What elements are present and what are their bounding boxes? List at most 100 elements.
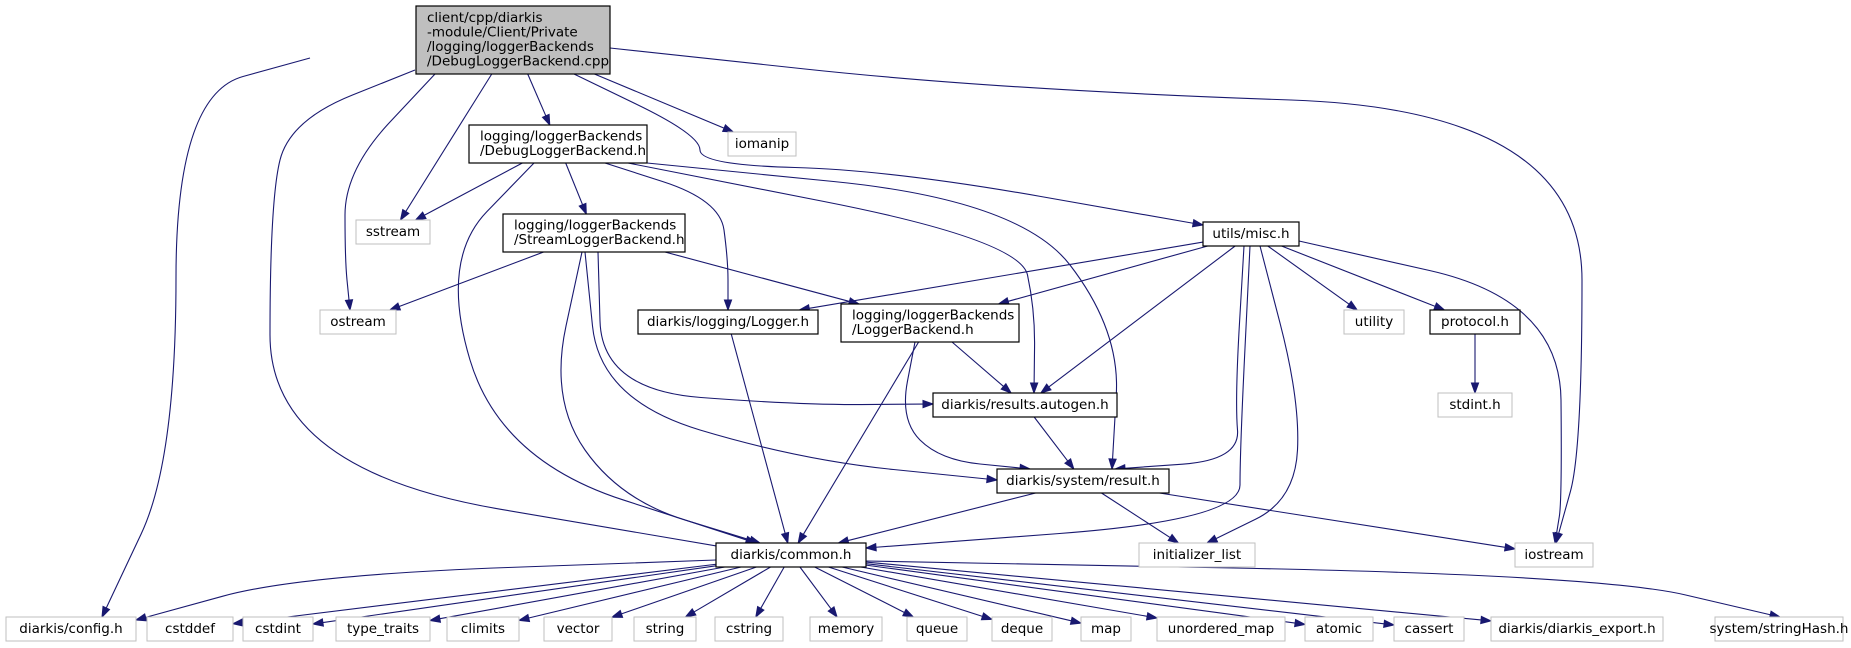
edge-debug_h-to-results_h — [627, 162, 1039, 395]
node-label-line: initializer_list — [1153, 547, 1241, 563]
edge-result_h-to-initializer_list — [1101, 492, 1180, 544]
node-box — [840, 303, 1020, 343]
node-map[interactable]: map — [1080, 616, 1132, 642]
node-stream-h[interactable]: logging/loggerBackends/StreamLoggerBacke… — [502, 213, 686, 253]
edge-stream_h-to-result_h — [584, 251, 999, 484]
edge-debug_h-to-logger_h — [604, 162, 733, 312]
node-queue[interactable]: queue — [906, 616, 968, 642]
node-box — [446, 616, 520, 642]
edge-misc_h-to-initializer_list — [1205, 245, 1299, 544]
node-ostream[interactable]: ostream — [319, 309, 397, 335]
node-deque[interactable]: deque — [991, 616, 1053, 642]
node-label-line: utils/misc.h — [1212, 226, 1289, 242]
edge-misc_h-to-protocol_h — [1281, 245, 1446, 311]
node-box — [1714, 616, 1844, 642]
edge-common_h-to-cassert — [865, 563, 1396, 629]
node-string[interactable]: string — [633, 616, 697, 642]
node-cstring[interactable]: cstring — [714, 616, 784, 642]
node-box — [714, 616, 784, 642]
edge-logger_h-to-common_h — [730, 333, 790, 545]
node-cstddef[interactable]: cstddef — [146, 616, 234, 642]
edge-root-to-debug_h — [527, 73, 551, 127]
edge-stream_h-to-common_h — [560, 251, 762, 545]
edge-root-to-config_h — [101, 57, 311, 619]
node-label-line: diarkis/logging/Logger.h — [647, 314, 809, 330]
node-common-h[interactable]: diarkis/common.h — [715, 542, 867, 568]
node-label-line: ostream — [330, 314, 386, 330]
node-vector[interactable]: vector — [543, 616, 613, 642]
edge-stream_h-to-ostream — [388, 251, 544, 311]
node-utility[interactable]: utility — [1343, 309, 1405, 335]
node-cstdint[interactable]: cstdint — [242, 616, 314, 642]
node-box — [1080, 616, 1132, 642]
node-box — [355, 219, 431, 245]
node-box — [1437, 392, 1513, 418]
edge-misc_h-to-utility — [1267, 245, 1359, 311]
node-loggerbackend-h[interactable]: logging/loggerBackends/LoggerBackend.h — [840, 303, 1020, 343]
edge-protocol_h-to-stdint_h — [1470, 334, 1480, 395]
node-label-line: system/stringHash.h — [1710, 621, 1849, 637]
node-box — [633, 616, 697, 642]
node-misc-h[interactable]: utils/misc.h — [1202, 221, 1300, 247]
node-box — [502, 213, 686, 253]
node-box — [1304, 616, 1374, 642]
node-box — [809, 616, 883, 642]
edge-results_h-to-result_h — [1033, 416, 1075, 471]
node-iomanip[interactable]: iomanip — [727, 131, 797, 157]
edge-stream_h-to-loggerbackend_h — [664, 251, 861, 306]
edge-stream_h-to-results_h — [597, 251, 935, 409]
node-sstream[interactable]: sstream — [355, 219, 431, 245]
edge-debug_h-to-stream_h — [565, 162, 587, 216]
node-results-h[interactable]: diarkis/results.autogen.h — [932, 392, 1118, 418]
node-label-line: cstddef — [165, 621, 216, 637]
edge-common_h-to-atomic — [865, 564, 1307, 628]
node-label-line: client/cpp/diarkis — [427, 10, 542, 26]
node-box — [715, 542, 867, 568]
edge-misc_h-to-common_h — [864, 245, 1251, 552]
node-label-line: diarkis/diarkis_export.h — [1498, 621, 1655, 637]
edge-common_h-to-stringhash_h — [865, 560, 1782, 619]
node-iostream[interactable]: iostream — [1514, 542, 1594, 568]
edge-result_h-to-iostream — [1159, 492, 1517, 552]
node-logger-h[interactable]: diarkis/logging/Logger.h — [637, 309, 819, 335]
node-box — [637, 309, 819, 335]
node-box — [242, 616, 314, 642]
node-stringhash-h[interactable]: system/stringHash.h — [1710, 616, 1849, 642]
edge-loggerbackend_h-to-common_h — [797, 341, 920, 545]
node-unordered-map[interactable]: unordered_map — [1156, 616, 1286, 642]
node-result-h[interactable]: diarkis/system/result.h — [996, 468, 1170, 494]
node-label-line: diarkis/common.h — [731, 547, 852, 563]
node-diarkis-export-h[interactable]: diarkis/diarkis_export.h — [1490, 616, 1664, 642]
node-box — [1429, 309, 1521, 335]
edge-misc_h-to-logger_h — [797, 241, 1204, 313]
node-memory[interactable]: memory — [809, 616, 883, 642]
edge-debug_h-to-sstream — [414, 162, 523, 221]
node-box — [1490, 616, 1664, 642]
node-debug-h[interactable]: logging/loggerBackends/DebugLoggerBacken… — [468, 124, 648, 164]
node-box — [543, 616, 613, 642]
node-stdint-h[interactable]: stdint.h — [1437, 392, 1513, 418]
edge-root-to-misc_h — [573, 73, 1205, 228]
node-climits[interactable]: climits — [446, 616, 520, 642]
node-label-line: /LoggerBackend.h — [852, 322, 974, 338]
node-root[interactable]: client/cpp/diarkis-module/Client/Private… — [415, 5, 611, 75]
node-box — [906, 616, 968, 642]
node-type-traits[interactable]: type_traits — [335, 616, 431, 642]
node-label-line: /StreamLoggerBackend.h — [514, 232, 685, 248]
node-atomic[interactable]: atomic — [1304, 616, 1374, 642]
node-config-h[interactable]: diarkis/config.h — [5, 616, 137, 642]
node-label-line: string — [646, 621, 685, 637]
node-label-line: type_traits — [347, 621, 419, 637]
node-initializer-list[interactable]: initializer_list — [1138, 542, 1256, 568]
edge-common_h-to-climits — [517, 566, 742, 623]
node-box — [415, 5, 611, 75]
node-protocol-h[interactable]: protocol.h — [1429, 309, 1521, 335]
edge-common_h-to-vector — [610, 566, 757, 618]
node-cassert[interactable]: cassert — [1393, 616, 1465, 642]
edge-common_h-to-cstdint — [311, 565, 717, 627]
node-label-line: logging/loggerBackends — [852, 308, 1014, 324]
node-box — [1156, 616, 1286, 642]
node-label-line: diarkis/system/result.h — [1006, 473, 1160, 489]
node-box — [146, 616, 234, 642]
